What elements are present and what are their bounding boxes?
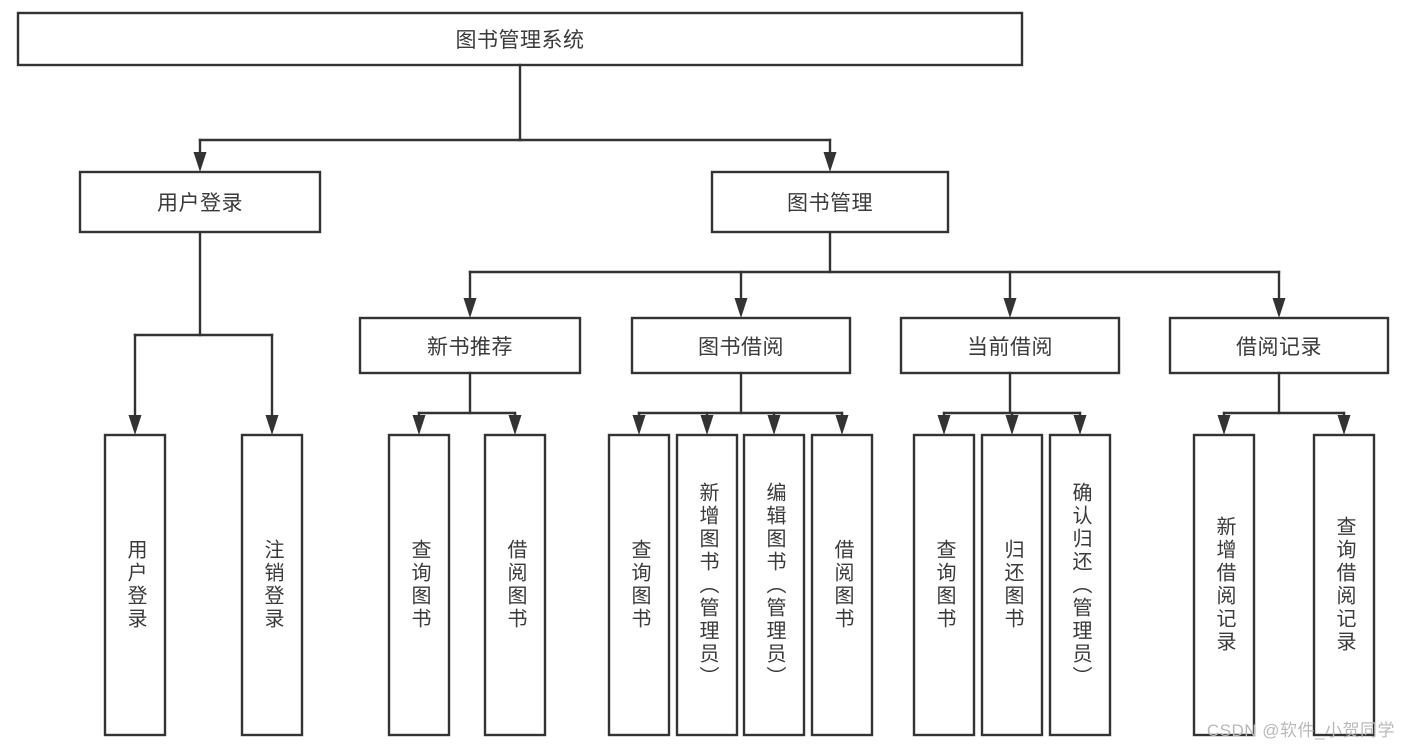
arrow-to-level3-2 (1003, 298, 1017, 318)
arrow-to-leaf-0-1 (508, 415, 522, 435)
leaf-node-3-box-0[interactable] (1192, 433, 1256, 737)
arrow-to-level2-0 (193, 152, 207, 172)
arrow-to-leaf-1-1 (700, 415, 714, 435)
leaf-node-2-box-1[interactable] (980, 433, 1044, 737)
leaf-node-m0-box-1[interactable] (240, 433, 304, 737)
leaf-node-3-box-1[interactable] (1312, 433, 1376, 737)
arrow-to-leaf-0-0 (412, 415, 426, 435)
arrow-to-leaf-1-2 (767, 415, 781, 435)
arrow-to-leaf-2-1 (1005, 415, 1019, 435)
leaf-node-1-box-2[interactable] (742, 433, 806, 737)
leaf-node-0-box-0[interactable] (387, 433, 451, 737)
leaf-node-1-box-3[interactable] (810, 433, 874, 737)
module-node-box-0[interactable] (78, 170, 322, 234)
module-node-box-1[interactable] (710, 170, 950, 234)
arrow-to-leaf-2-0 (937, 415, 951, 435)
root-node-box-0[interactable] (16, 11, 1024, 67)
leaf-node-1-box-0[interactable] (607, 433, 671, 737)
arrow-to-level3-3 (1272, 298, 1286, 318)
category-node-box-1[interactable] (630, 316, 852, 375)
arrow-to-leaf-3-0 (1217, 415, 1231, 435)
arrow-to-user-login-leaf-0 (128, 415, 142, 435)
category-node-box-3[interactable] (1168, 316, 1390, 375)
category-node-box-2[interactable] (899, 316, 1121, 375)
arrow-to-level3-1 (734, 298, 748, 318)
leaf-node-m0-box-0[interactable] (103, 433, 167, 737)
leaf-node-2-box-2[interactable] (1048, 433, 1112, 737)
category-node-box-0[interactable] (358, 316, 582, 375)
arrow-to-leaf-1-0 (632, 415, 646, 435)
arrow-to-user-login-leaf-1 (265, 415, 279, 435)
leaf-node-0-box-1[interactable] (483, 433, 547, 737)
leaf-node-2-box-0[interactable] (912, 433, 976, 737)
arrow-to-level2-1 (823, 152, 837, 172)
arrow-to-leaf-1-3 (835, 415, 849, 435)
leaf-node-1-box-1[interactable] (675, 433, 739, 737)
arrow-to-leaf-2-2 (1073, 415, 1087, 435)
arrow-to-level3-0 (463, 298, 477, 318)
arrow-to-leaf-3-1 (1337, 415, 1351, 435)
